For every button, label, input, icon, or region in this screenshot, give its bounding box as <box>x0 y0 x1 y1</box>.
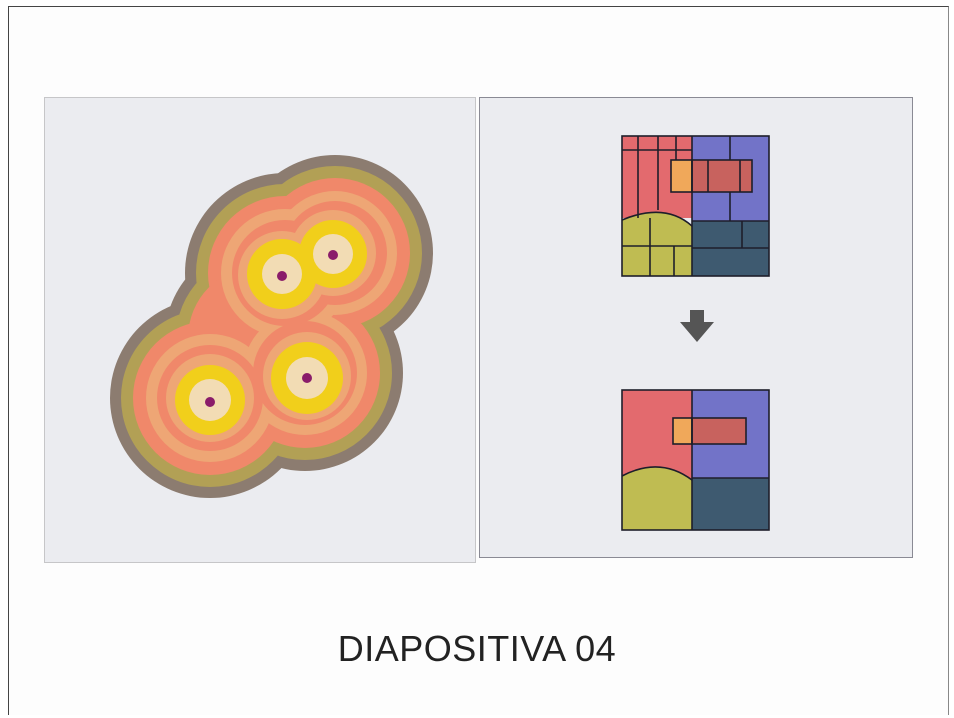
center-point <box>205 397 215 407</box>
down-arrow-icon <box>680 310 714 342</box>
center-points <box>205 250 338 407</box>
buffer-zones-panel <box>44 97 476 563</box>
slide-caption: DIAPOSITIVA 04 <box>337 628 617 669</box>
center-point <box>328 250 338 260</box>
center-point <box>302 373 312 383</box>
fragmented-map <box>621 135 770 277</box>
dissolve-figure <box>621 135 770 531</box>
center-point <box>277 271 287 281</box>
dissolve-panel <box>479 97 913 558</box>
dissolved-map <box>621 389 770 531</box>
buffer-zones-figure <box>110 155 433 498</box>
